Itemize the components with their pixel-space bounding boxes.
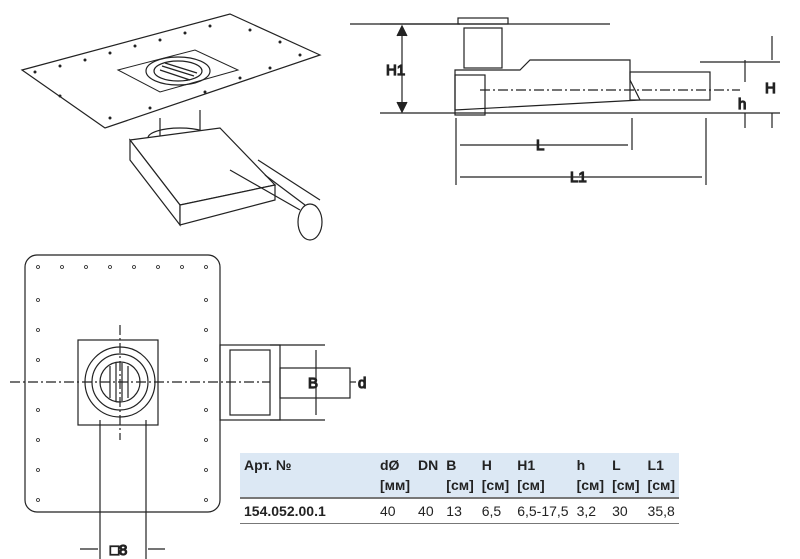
- label-L: L: [536, 137, 544, 154]
- col-dn: DN: [414, 453, 443, 498]
- label-H: H: [765, 80, 776, 97]
- col-b: B[см]: [442, 453, 478, 498]
- col-h: H[см]: [477, 453, 514, 498]
- cell-h: 6,5: [477, 497, 514, 524]
- table-row: 154.052.00.1 40 40 13 6,5 6,5-17,5 3,2 3…: [240, 497, 679, 524]
- cell-l1: 35,8: [643, 497, 679, 524]
- cell-l: 30: [608, 497, 644, 524]
- label-B: B: [308, 375, 318, 392]
- cell-dn: 40: [414, 497, 443, 524]
- cell-d: 40: [376, 497, 415, 524]
- label-h: h: [738, 96, 746, 113]
- top-view: B d □8: [10, 254, 367, 559]
- label-square-8: □8: [110, 542, 127, 559]
- label-L1: L1: [570, 169, 587, 186]
- side-view: H1 L L1 H h: [350, 17, 780, 187]
- isometric-view: [20, 13, 323, 241]
- col-l: L[см]: [608, 453, 644, 498]
- cell-b: 13: [442, 497, 478, 524]
- col-art: Арт. №: [240, 453, 376, 498]
- specs-table: Арт. № dØ[мм] DN B[см] H[см] H1[см] h[см…: [240, 453, 679, 524]
- col-l1: L1[см]: [643, 453, 679, 498]
- col-h-small: h[см]: [572, 453, 609, 498]
- col-h1: H1[см]: [513, 453, 573, 498]
- cell-art: 154.052.00.1: [240, 497, 376, 524]
- cell-h-small: 3,2: [572, 497, 609, 524]
- table-header-row: Арт. № dØ[мм] DN B[см] H[см] H1[см] h[см…: [240, 453, 679, 498]
- col-d: dØ[мм]: [376, 453, 415, 498]
- label-H1: H1: [386, 62, 405, 79]
- label-d: d: [358, 375, 366, 392]
- cell-h1: 6,5-17,5: [513, 497, 573, 524]
